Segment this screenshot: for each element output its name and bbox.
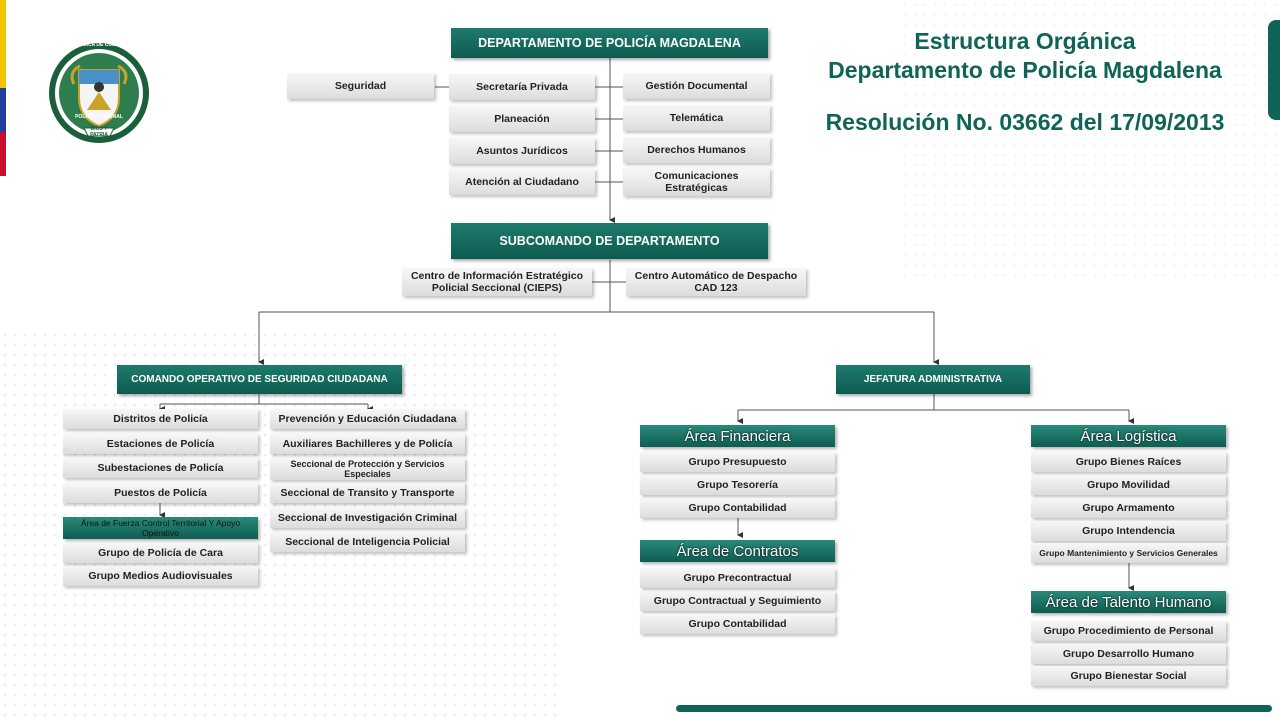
unit-left-2: Planeación (449, 106, 595, 132)
unit-cieps: Centro de Información Estratégico Polici… (402, 268, 592, 296)
logistica-group: Grupo Bienes Raíces (1031, 452, 1226, 472)
unit-cad123: Centro Automático de Despacho CAD 123 (626, 268, 806, 296)
financiera-group: Grupo Presupuesto (640, 452, 835, 472)
decorative-bottom-bar (676, 705, 1272, 712)
page-title: Estructura Orgánica (914, 28, 1136, 54)
comando-group: Grupo Medios Audiovisuales (63, 566, 258, 586)
contratos-group: Grupo Precontractual (640, 568, 835, 588)
police-logo: DIOS Y PATRIA REPÚBLICA DE COLOMBIA POLI… (44, 40, 154, 146)
flag-stripe-red (0, 132, 6, 176)
unit-left-4: Atención al Ciudadano (449, 169, 595, 195)
decorative-tab (1268, 20, 1280, 120)
comando-unit: Estaciones de Policía (63, 434, 258, 454)
logistica-group: Grupo Mantenimiento y Servicios Generale… (1031, 543, 1226, 563)
dot-pattern-background (900, 0, 1280, 280)
area-talento-title: Área de Talento Humano (1031, 591, 1226, 613)
comando-group: Grupo de Policía de Cara (63, 543, 258, 563)
logo-motto: DIOS Y PATRIA (90, 126, 108, 138)
area-logistica-title: Área Logística (1031, 425, 1226, 447)
contratos-group: Grupo Contabilidad (640, 614, 835, 634)
comando-unit: Distritos de Policía (63, 409, 258, 429)
comando-unit: Subestaciones de Policía (63, 458, 258, 478)
area-financiera-title: Área Financiera (640, 425, 835, 447)
police-shield-seal-icon (49, 43, 149, 143)
logo-top-text: REPÚBLICA DE COLOMBIA (66, 42, 132, 48)
logo-mid-text: POLICÍA NACIONAL (75, 114, 123, 120)
comando-seccional: Auxiliares Bachilleres y de Policía (270, 434, 465, 454)
unit-right-1: Gestión Documental (623, 73, 770, 99)
comando-seccional: Prevención y Educación Ciudadana (270, 409, 465, 429)
unit-right-3: Derechos Humanos (623, 137, 770, 163)
header-comando-operativo: COMANDO OPERATIVO DE SEGURIDAD CIUDADANA (117, 365, 402, 394)
flag-stripe-blue (0, 88, 6, 132)
comando-seccional: Seccional de Protección y Servicios Espe… (270, 458, 465, 480)
area-contratos-title: Área de Contratos (640, 540, 835, 562)
financiera-group: Grupo Contabilidad (640, 498, 835, 518)
header-jefatura: JEFATURA ADMINISTRATIVA (836, 365, 1030, 394)
talento-group: Grupo Procedimiento de Personal (1031, 621, 1226, 641)
unit-seguridad: Seguridad (287, 73, 434, 99)
talento-group: Grupo Bienestar Social (1031, 666, 1226, 686)
unit-left-1: Secretaría Privada (449, 74, 595, 100)
comando-seccional: Seccional de Inteligencia Policial (270, 532, 465, 552)
logistica-group: Grupo Armamento (1031, 498, 1226, 518)
unit-left-3: Asuntos Jurídicos (449, 138, 595, 164)
logistica-group: Grupo Intendencia (1031, 521, 1226, 541)
comando-unit: Puestos de Policía (63, 483, 258, 503)
talento-group: Grupo Desarrollo Humano (1031, 644, 1226, 664)
comando-seccional: Seccional de Transito y Transporte (270, 483, 465, 503)
unit-right-4: Comunicaciones Estratégicas (623, 168, 770, 196)
resolution-text: Resolución No. 03662 del 17/09/2013 (825, 109, 1225, 135)
page-subtitle: Departamento de Policía Magdalena (828, 57, 1222, 83)
comando-seccional: Seccional de Investigación Criminal (270, 508, 465, 528)
header-departamento: DEPARTAMENTO DE POLICÍA MAGDALENA (451, 28, 768, 58)
header-subcomando: SUBCOMANDO DE DEPARTAMENTO (451, 223, 768, 259)
area-fuerza-control: Área de Fuerza Control Territorial Y Apo… (63, 517, 258, 539)
unit-right-2: Telemática (623, 105, 770, 131)
financiera-group: Grupo Tesorería (640, 475, 835, 495)
flag-stripe-yellow (0, 0, 6, 88)
contratos-group: Grupo Contractual y Seguimiento (640, 591, 835, 611)
logistica-group: Grupo Movilidad (1031, 475, 1226, 495)
